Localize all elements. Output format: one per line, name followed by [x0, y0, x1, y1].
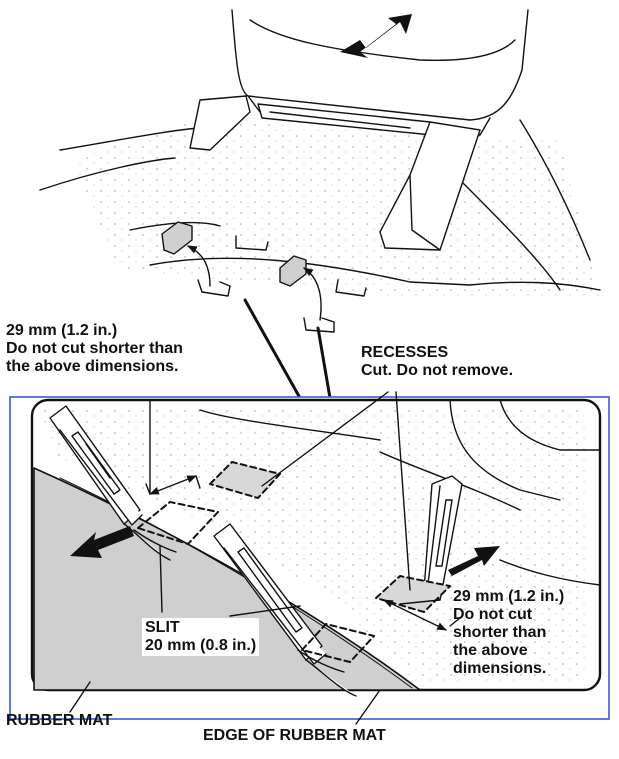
dim-warning-line: Do not cut shorter than	[6, 340, 183, 357]
recess-cut	[303, 317, 335, 333]
connector-line	[243, 298, 302, 400]
connector-line	[316, 326, 332, 400]
dim-value-label: 29 mm (1.2 in.)	[453, 588, 565, 605]
leader-line	[261, 391, 389, 487]
recesses-instruction: Cut. Do not remove.	[361, 362, 514, 379]
recesses-title: RECESSES	[361, 344, 449, 361]
dim-value-label: 29 mm (1.2 in.)	[6, 322, 118, 339]
recesses-note: RECESSES Cut. Do not remove.	[361, 344, 513, 380]
seat-cushion-fold	[249, 19, 516, 62]
recess-outline	[335, 279, 367, 297]
pull-arrow-right	[448, 546, 500, 576]
recess-outline	[235, 235, 269, 251]
slit-title: SLIT	[145, 619, 180, 636]
leader-line	[229, 605, 301, 617]
floor-line	[519, 119, 591, 261]
dim-warning-line: shorter than	[453, 624, 547, 641]
slit-dimension: 20 mm (0.8 in.)	[145, 637, 257, 654]
floor-line	[499, 559, 601, 586]
edge-of-rubber-mat-label: EDGE OF RUBBER MAT	[203, 727, 386, 744]
top-left-dimension-note: 29 mm (1.2 in.) Do not cut shorter than …	[6, 322, 183, 376]
recess-cut	[197, 279, 231, 297]
forward-arrow-top	[340, 14, 412, 58]
dim-warning-line: the above	[453, 642, 528, 659]
seat-leg-right	[379, 121, 481, 251]
recess-box	[209, 461, 281, 499]
leader-line	[355, 689, 381, 725]
dim-warning-line: dimensions.	[453, 660, 547, 677]
right-dimension-note: 29 mm (1.2 in.) Do not cut shorter than …	[453, 588, 564, 678]
floor-line	[459, 179, 561, 291]
recess-box	[137, 501, 219, 545]
tab-swing	[303, 267, 322, 321]
dim-arrow	[149, 475, 197, 495]
recess-box	[301, 623, 375, 663]
seat-rail-detail	[449, 399, 561, 501]
floor-line	[149, 257, 601, 291]
leader-line	[395, 391, 411, 591]
overview-view	[39, 9, 601, 400]
tab-left	[49, 405, 171, 561]
leader-line	[69, 681, 91, 713]
leader-line	[399, 599, 441, 605]
dim-arrow	[383, 599, 447, 631]
tab-middle	[213, 523, 357, 697]
seat-rail-detail	[499, 399, 601, 451]
overview-carpet	[70, 120, 600, 300]
seat-leg-left	[189, 95, 251, 151]
leader-line	[159, 545, 163, 613]
rubber-mat-label: RUBBER MAT	[6, 712, 113, 729]
dim-warning-line: Do not cut	[453, 606, 533, 623]
seat-cushion	[231, 9, 529, 121]
slit-note: SLIT 20 mm (0.8 in.)	[142, 618, 260, 656]
detail-view	[30, 391, 602, 725]
seat-rail	[269, 111, 411, 129]
rubber-mat-edge-shadow	[59, 477, 413, 689]
floor-line	[39, 157, 176, 191]
seat-leg-right-edge	[409, 174, 441, 251]
tab-piece	[161, 221, 193, 255]
floor-line	[59, 127, 201, 151]
dim-warning-line: the above dimensions.	[6, 358, 179, 375]
floor-line	[199, 409, 381, 441]
slit-curve	[297, 649, 345, 673]
leader-line	[449, 617, 461, 627]
slit-curve	[133, 529, 177, 553]
dim-tick	[195, 475, 201, 489]
tab-swing	[187, 245, 211, 287]
pull-arrow-left	[70, 526, 134, 558]
